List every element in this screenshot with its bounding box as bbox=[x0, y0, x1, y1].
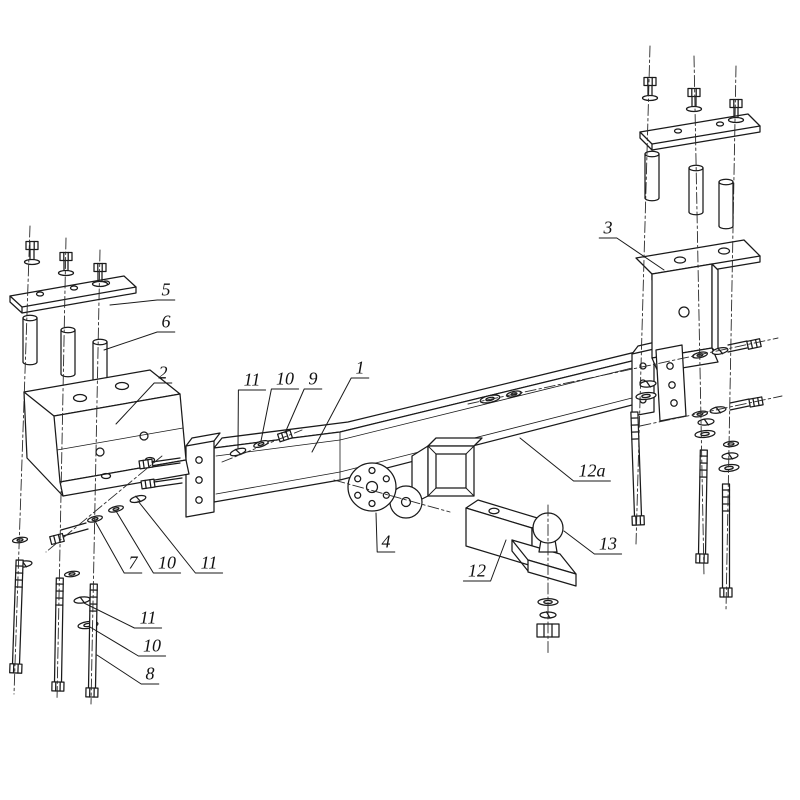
spacer-bushings-right bbox=[644, 150, 734, 230]
leader-line-1 bbox=[311, 377, 370, 453]
leader-line-2 bbox=[115, 382, 173, 425]
leader-line-10 bbox=[89, 626, 167, 657]
bracket-to-beam-bolts-left bbox=[138, 457, 183, 490]
leader-line-13 bbox=[563, 530, 623, 555]
bolt-head bbox=[138, 458, 154, 470]
leader-line-11 bbox=[237, 389, 267, 449]
flat-washer bbox=[107, 504, 125, 514]
bolt-with-washer bbox=[23, 240, 41, 266]
leader-line-6 bbox=[103, 331, 176, 351]
bolt-with-washer bbox=[685, 87, 703, 113]
bolt-head bbox=[748, 396, 764, 408]
fastener-line-lower-right bbox=[691, 396, 764, 419]
spring-washer bbox=[697, 417, 715, 427]
bolt-head bbox=[140, 478, 156, 490]
flat-washer bbox=[691, 409, 709, 419]
bolt-with-washer bbox=[57, 251, 75, 277]
bolt-with-washer bbox=[641, 76, 659, 102]
leader-line-10 bbox=[115, 510, 182, 574]
leader-line-4 bbox=[375, 512, 396, 553]
hex-bolt bbox=[719, 483, 733, 598]
leader-line-12a bbox=[519, 437, 611, 482]
strip-bolts-right bbox=[641, 76, 745, 124]
flat-washer bbox=[694, 428, 716, 440]
coupling-flange-part-4 bbox=[347, 462, 423, 519]
center-axis-lines bbox=[13, 45, 783, 705]
leader-line-12 bbox=[462, 539, 507, 582]
flat-washer bbox=[11, 535, 29, 545]
flat-washer bbox=[722, 440, 740, 448]
spring-washer bbox=[708, 404, 728, 416]
hex-bolt bbox=[627, 411, 645, 526]
leader-line-11 bbox=[83, 602, 163, 629]
side-bracket-left-part-2 bbox=[23, 369, 190, 497]
leader-line-3 bbox=[598, 237, 665, 271]
leader-lines-layer bbox=[83, 237, 665, 685]
spacer-bushing bbox=[718, 178, 734, 230]
leader-line-5 bbox=[109, 299, 176, 306]
flat-washer bbox=[63, 569, 81, 579]
ball-mount-part-12 bbox=[465, 499, 577, 587]
spring-washer bbox=[128, 493, 148, 505]
leader-line-11 bbox=[137, 500, 224, 574]
leader-line-9 bbox=[284, 388, 323, 434]
spring-washer bbox=[721, 451, 739, 461]
long-bolts-left-part-8 bbox=[9, 535, 101, 698]
leader-line-8 bbox=[96, 654, 160, 685]
mount-strip-left-part-5 bbox=[9, 275, 137, 314]
leader-line-10 bbox=[260, 388, 300, 442]
spring-washer bbox=[73, 595, 91, 605]
leader-line-7 bbox=[94, 520, 143, 574]
spacer-bushings-left-part-6 bbox=[22, 314, 108, 390]
bolt-with-washer bbox=[727, 98, 745, 124]
bolt-with-washer bbox=[91, 262, 109, 288]
